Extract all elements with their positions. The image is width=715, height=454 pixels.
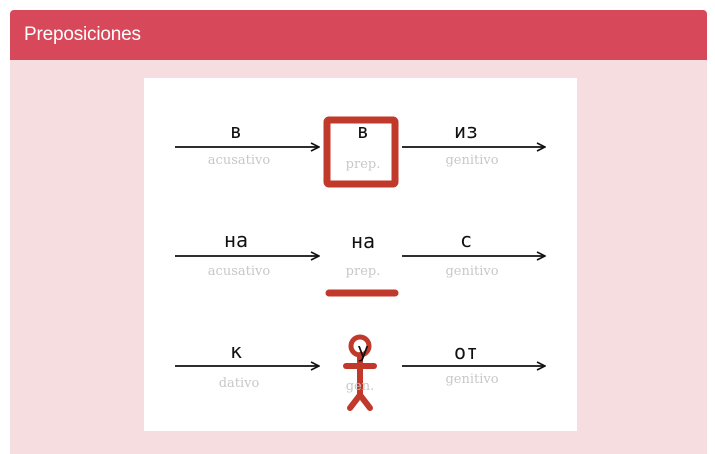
case-middle-row-1: prep. — [346, 157, 381, 172]
case-middle-row-2: prep. — [346, 264, 381, 279]
case-middle-row-3: gen. — [346, 379, 375, 394]
word-left-row-1: в — [230, 119, 242, 143]
case-right-row-3: genitivo — [445, 372, 498, 387]
word-left-row-2: на — [224, 228, 248, 252]
case-left-row-3: dativo — [219, 376, 260, 391]
inside-box-icon — [323, 116, 399, 188]
case-right-row-2: genitivo — [445, 264, 498, 279]
case-left-row-2: acusativo — [208, 264, 271, 279]
diagram-canvas: в acusativo в prep. из genitivo на acusa… — [175, 116, 577, 411]
case-left-row-1: acusativo — [208, 153, 271, 168]
word-right-row-1: из — [454, 119, 478, 143]
prepositions-card: Preposiciones в acusativo в prep. из gen… — [10, 10, 707, 454]
row-2: на acusativo на prep. с genitivo — [175, 228, 545, 297]
word-middle-row-3: у — [357, 338, 369, 362]
word-right-row-2: с — [460, 228, 472, 252]
case-right-row-1: genitivo — [445, 153, 498, 168]
word-middle-row-2: на — [351, 229, 375, 253]
card-title: Preposiciones — [10, 10, 707, 60]
word-middle-row-1: в — [357, 119, 369, 143]
person-figure-icon — [343, 334, 377, 411]
prepositions-diagram: в acusativo в prep. из genitivo на acusa… — [144, 78, 577, 431]
word-right-row-3: от — [454, 340, 478, 364]
word-left-row-3: к — [230, 339, 242, 363]
row-3: к dativo у gen. от genitivo — [175, 334, 545, 411]
row-1: в acusativo в prep. из genitivo — [175, 116, 545, 188]
